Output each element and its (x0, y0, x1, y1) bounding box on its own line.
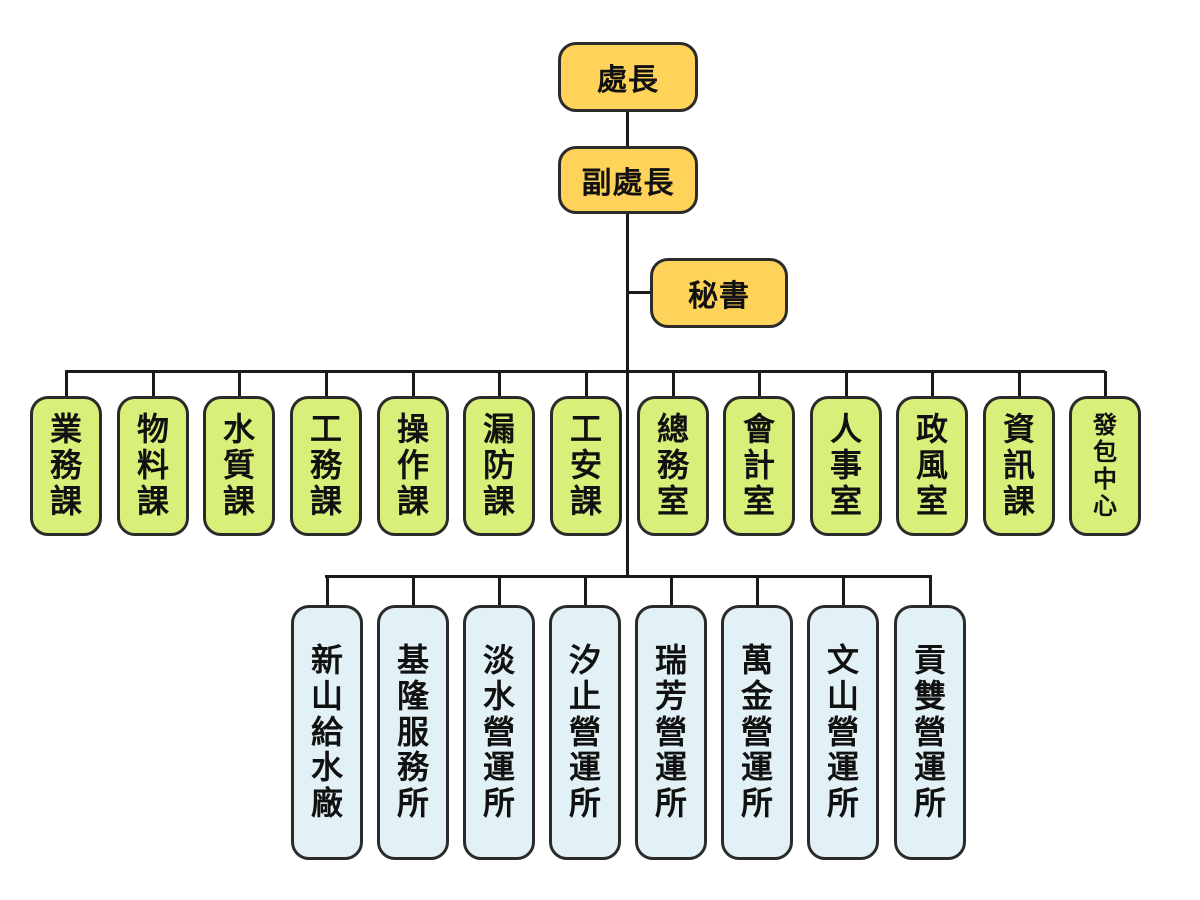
secretary-box: 秘書 (650, 258, 788, 328)
station-label: 淡 水 營 運 所 (482, 640, 515, 823)
connector-main-trunk (626, 212, 629, 578)
station-label: 萬 金 營 運 所 (740, 640, 773, 823)
connector-stations-bus (325, 575, 932, 578)
connector-department-drop (324, 371, 328, 398)
department-box: 業 務 課 (30, 396, 102, 536)
department-box: 水 質 課 (203, 396, 275, 536)
department-label: 人 事 室 (829, 410, 862, 520)
station-box: 瑞 芳 營 運 所 (635, 605, 707, 860)
connector-station-drop (755, 576, 759, 607)
connector-department-drop (844, 371, 848, 398)
deputy-director-label: 副處長 (581, 166, 675, 201)
department-box: 政 風 室 (896, 396, 968, 536)
connector-station-drop (411, 576, 415, 607)
connector-department-drop (1103, 371, 1107, 398)
connector-department-drop (497, 371, 501, 398)
connector-station-drop (841, 576, 845, 607)
connector-station-drop (669, 576, 673, 607)
department-box: 漏 防 課 (463, 396, 535, 536)
department-label: 業 務 課 (49, 410, 82, 520)
department-box: 操 作 課 (377, 396, 449, 536)
station-box: 貢 雙 營 運 所 (894, 605, 966, 860)
station-label: 瑞 芳 營 運 所 (654, 640, 687, 823)
connector-department-drop (671, 371, 675, 398)
station-label: 文 山 營 運 所 (826, 640, 859, 823)
connector-director-deputy (626, 110, 629, 148)
secretary-label: 秘書 (688, 279, 750, 314)
connector-station-drop (325, 576, 329, 607)
connector-station-drop (928, 576, 932, 607)
department-label: 資 訊 課 (1002, 410, 1035, 520)
station-box: 基 隆 服 務 所 (377, 605, 449, 860)
connector-station-drop (583, 576, 587, 607)
department-box: 總 務 室 (637, 396, 709, 536)
director-box: 處長 (558, 42, 698, 112)
department-label: 工 務 課 (309, 410, 342, 520)
department-box: 會 計 室 (723, 396, 795, 536)
connector-department-drop (1017, 371, 1021, 398)
department-label: 操 作 課 (396, 410, 429, 520)
department-label: 工 安 課 (569, 410, 602, 520)
department-box: 資 訊 課 (983, 396, 1055, 536)
connector-department-drop (151, 371, 155, 398)
connector-department-drop (64, 371, 68, 398)
connector-department-drop (930, 371, 934, 398)
department-box: 工 安 課 (550, 396, 622, 536)
department-label: 會 計 室 (742, 410, 775, 520)
station-label: 新 山 給 水 廠 (310, 640, 343, 823)
connector-secretary (626, 291, 652, 294)
department-label: 物 料 課 (136, 410, 169, 520)
department-label: 漏 防 課 (482, 410, 515, 520)
station-label: 貢 雙 營 運 所 (913, 640, 946, 823)
department-label: 總 務 室 (656, 410, 689, 520)
department-box: 發 包 中 心 (1069, 396, 1141, 536)
station-box: 汐 止 營 運 所 (549, 605, 621, 860)
connector-department-drop (237, 371, 241, 398)
station-box: 萬 金 營 運 所 (721, 605, 793, 860)
connector-department-drop (757, 371, 761, 398)
deputy-director-box: 副處長 (558, 146, 698, 214)
station-box: 淡 水 營 運 所 (463, 605, 535, 860)
department-box: 人 事 室 (810, 396, 882, 536)
connector-department-drop (411, 371, 415, 398)
connector-department-drop (584, 371, 588, 398)
connector-station-drop (497, 576, 501, 607)
station-box: 文 山 營 運 所 (807, 605, 879, 860)
department-label: 水 質 課 (222, 410, 255, 520)
station-label: 基 隆 服 務 所 (396, 640, 429, 823)
department-box: 工 務 課 (290, 396, 362, 536)
department-label: 政 風 室 (915, 410, 948, 520)
director-label: 處長 (597, 63, 659, 98)
station-box: 新 山 給 水 廠 (291, 605, 363, 860)
department-box: 物 料 課 (117, 396, 189, 536)
department-label: 發 包 中 心 (1093, 411, 1117, 520)
station-label: 汐 止 營 運 所 (568, 640, 601, 823)
